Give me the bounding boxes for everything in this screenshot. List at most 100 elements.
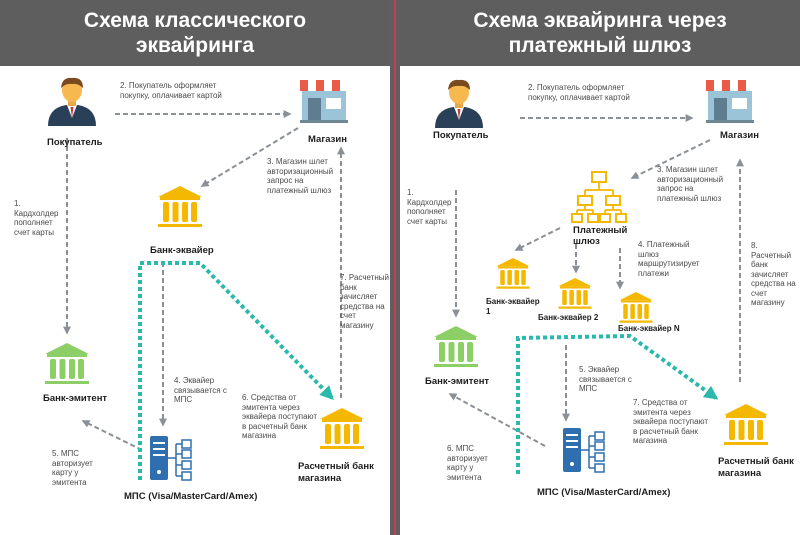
- node-label-acquirer-2: Банк-эквайер 2: [538, 313, 599, 322]
- mps-server-network-icon: [150, 436, 192, 481]
- acquirer-1-label-line-2: 1: [486, 307, 491, 316]
- caption-line: платежный шлюз: [657, 193, 722, 203]
- buyer-person-icon: [48, 77, 96, 126]
- node-label-mps: МПС (Visa/MasterCard/Amex): [537, 487, 671, 498]
- gateway-acquiring-panel: Схема эквайринга через платежный шлюз: [400, 0, 800, 535]
- caption-line: авторизационный: [267, 166, 334, 176]
- caption-line: эмитента: [447, 472, 482, 482]
- diagram-canvas: [434, 79, 768, 474]
- shop-icon: [706, 80, 754, 123]
- settlement-bank-icon: [320, 408, 364, 449]
- caption-line: авторизует: [447, 453, 488, 463]
- caption-line: Кардхолдер: [407, 197, 452, 207]
- issuer-bank-icon: [45, 343, 89, 384]
- arrow-shop-to-gateway: [630, 139, 711, 179]
- arrow-mps-to-issuer: [81, 420, 143, 451]
- arrow-funds-issuer-to-settlement: [138, 261, 334, 480]
- node-label-shop: Магазин: [308, 134, 347, 145]
- caption-line: авторизационный: [657, 174, 724, 184]
- node-label-gateway: Платежный шлюз: [573, 225, 627, 247]
- buyer-person-icon: [435, 79, 483, 128]
- panel-title-line-1: Схема классического: [83, 9, 307, 32]
- acquirer-1-bank-icon: [496, 258, 530, 289]
- caption-line: 5. МПС: [52, 449, 80, 458]
- caption-line: магазина: [242, 431, 277, 440]
- caption-line: платежный шлюз: [267, 185, 332, 195]
- caption-line: 2. Покупатель оформляет: [120, 81, 217, 90]
- caption-line: магазина: [633, 436, 668, 445]
- step-7-caption: 7. Средства от эмитента через эквайера п…: [633, 398, 708, 446]
- caption-line: 3. Магазин шлет: [267, 157, 328, 166]
- step-3-caption: 3. Магазин шлет авторизационный запрос н…: [657, 165, 723, 203]
- acquirer-bank-icon: [158, 186, 202, 227]
- arrow-mps-to-issuer: [448, 393, 546, 447]
- caption-line: запрос на: [657, 184, 694, 193]
- caption-line: покупку, оплачивает картой: [528, 92, 630, 102]
- step-2-caption: 2. Покупатель оформляет покупку, оплачив…: [528, 83, 630, 102]
- step-8-caption: 8. Расчетный банк зачисляет средства на …: [751, 241, 796, 308]
- step-7-caption: 7. Расчетный банк зачисляет средства на …: [340, 273, 389, 330]
- caption-line: пополняет: [407, 207, 446, 216]
- caption-line: платежи: [638, 268, 670, 278]
- caption-line: авторизует: [52, 458, 93, 468]
- flow-arrows: [63, 110, 345, 480]
- node-label-acquirer-n: Банк-эквайер N: [618, 324, 680, 333]
- acquirer-n-bank-icon: [619, 292, 653, 323]
- payment-gateway-hierarchy-icon: [571, 171, 627, 223]
- panel-title-line-2: эквайринга: [135, 34, 255, 57]
- step-5-caption: 5. Эквайер связывается с МПС: [579, 365, 632, 394]
- caption-line: средства на: [751, 279, 796, 288]
- caption-line: эмитента: [52, 477, 87, 487]
- caption-line: шлюз: [638, 249, 659, 259]
- panel-divider: [390, 0, 400, 535]
- caption-line: 1.: [14, 199, 21, 208]
- classic-acquiring-panel: Схема классического эквайринга: [0, 0, 390, 535]
- panel-header: Схема классического эквайринга: [0, 0, 390, 66]
- caption-line: МПС: [174, 395, 193, 404]
- caption-line: в расчетный банк: [633, 426, 698, 436]
- caption-line: 5. Эквайер: [579, 365, 620, 374]
- settlement-bank-icon: [724, 404, 768, 445]
- caption-line: зачисляет: [340, 292, 378, 301]
- step-4-caption: 4. Эквайер связывается с МПС: [174, 376, 227, 405]
- diagram-canvas: [45, 77, 364, 481]
- caption-line: зачисляет: [751, 269, 789, 279]
- step-5-caption: 5. МПС авторизует карту у эмитента: [52, 449, 93, 487]
- acquirer-2-bank-icon: [558, 278, 592, 309]
- caption-line: магазину: [751, 298, 785, 307]
- caption-line: пополняет: [14, 218, 53, 227]
- panel-header: Схема эквайринга через платежный шлюз: [400, 0, 800, 66]
- node-label-shop: Магазин: [720, 130, 759, 141]
- caption-line: банк: [751, 260, 768, 269]
- caption-line: 6. Средства от: [242, 393, 297, 402]
- caption-line: 7. Расчетный: [340, 273, 389, 282]
- caption-line: 6. МПС: [447, 444, 475, 453]
- caption-line: магазину: [340, 320, 374, 330]
- caption-line: счет карты: [14, 227, 54, 237]
- acquirer-1-label-line-1: Банк-эквайер: [486, 297, 540, 306]
- caption-line: средства на: [340, 301, 385, 311]
- caption-line: в расчетный банк: [242, 421, 307, 431]
- caption-line: Расчетный: [751, 250, 792, 260]
- caption-line: МПС: [579, 384, 598, 393]
- node-label-buyer: Покупатель: [47, 137, 103, 148]
- node-label-issuer: Банк-эмитент: [43, 393, 108, 404]
- panel-title-line-2: платежный шлюз: [508, 34, 692, 57]
- flow-arrows: [448, 114, 744, 474]
- caption-line: банк: [340, 282, 357, 292]
- step-6-caption: 6. Средства от эмитента через эквайера п…: [242, 393, 317, 441]
- node-label-acquirer-1: Банк-эквайер 1: [486, 297, 540, 317]
- node-label-issuer: Банк-эмитент: [425, 376, 490, 387]
- caption-line: покупку, оплачивает картой: [120, 90, 222, 100]
- settlement-label-line-1: Расчетный банк: [298, 461, 374, 472]
- step-3-caption: 3. Магазин шлет авторизационный запрос н…: [267, 157, 333, 195]
- panel-title-line-1: Схема эквайринга через: [473, 9, 727, 32]
- caption-line: 7. Средства от: [633, 398, 688, 407]
- caption-line: 4. Платежный: [638, 240, 690, 249]
- caption-line: эмитента через: [242, 402, 300, 412]
- caption-line: карту у: [447, 463, 474, 472]
- step-2-caption: 2. Покупатель оформляет покупку, оплачив…: [120, 81, 222, 100]
- caption-line: 2. Покупатель оформляет: [528, 83, 625, 92]
- caption-line: счет карты: [407, 216, 447, 226]
- node-label-mps: МПС (Visa/MasterCard/Amex): [124, 491, 258, 502]
